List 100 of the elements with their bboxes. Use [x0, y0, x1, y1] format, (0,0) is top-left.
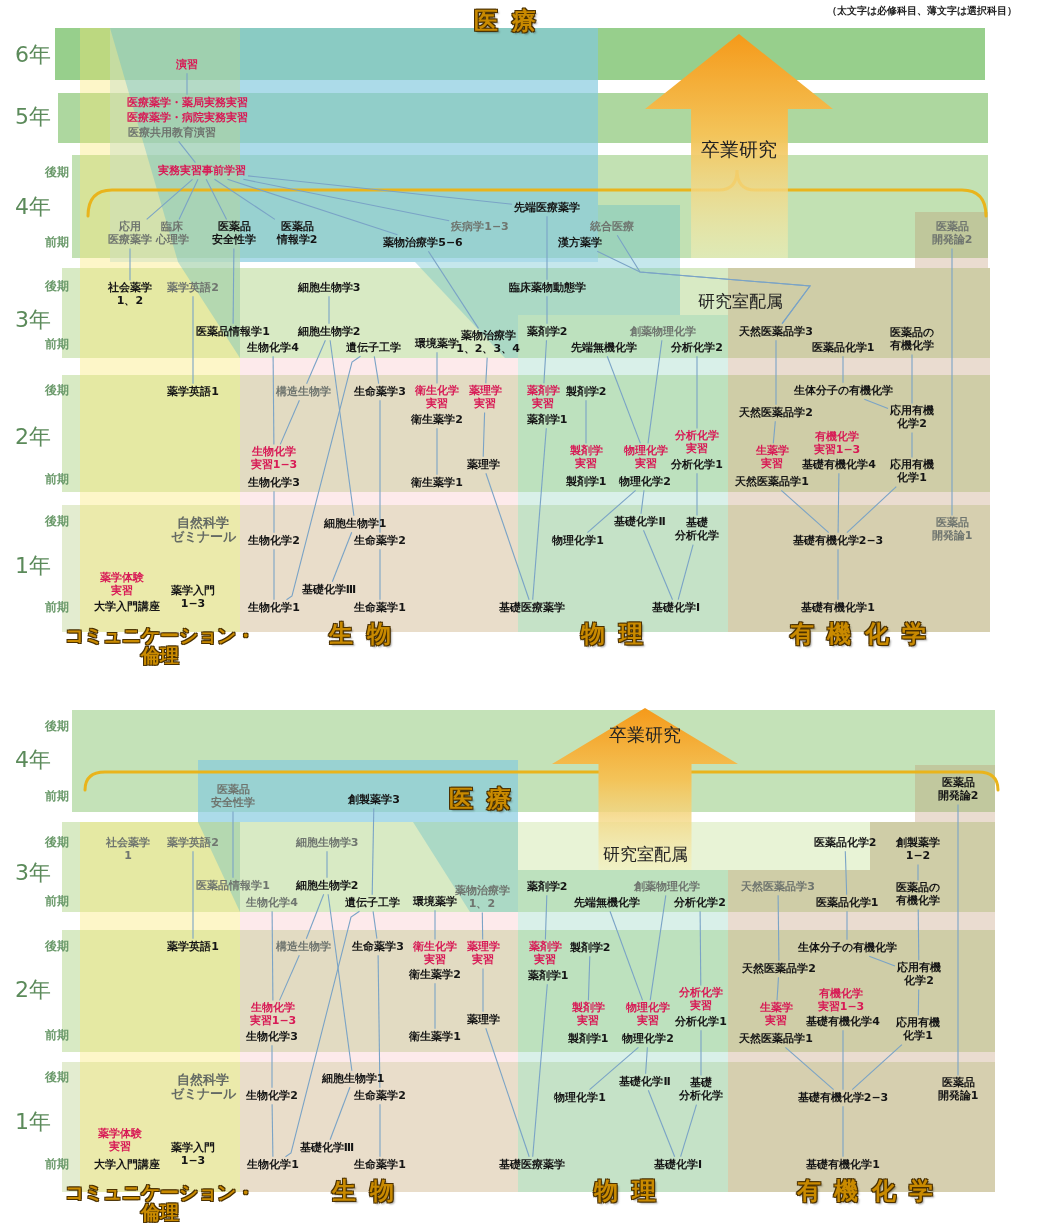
- connector-line: [232, 248, 235, 325]
- subject-text: 基礎有機化学4: [806, 1015, 880, 1029]
- year-label: 3年: [15, 307, 51, 333]
- connector-line: [434, 982, 436, 1030]
- connector-line: [379, 399, 381, 534]
- subject-text: 生物化学2: [246, 1089, 298, 1103]
- connector-line: [434, 909, 436, 940]
- connector-line: [647, 1089, 676, 1158]
- field-heading: 医療: [473, 8, 549, 36]
- connector-line: [699, 910, 702, 986]
- connector-line: [842, 1029, 844, 1091]
- subject-text: 遺伝子工学: [345, 341, 401, 355]
- connector-line: [232, 811, 234, 879]
- stage-label: 研究室配属: [602, 845, 688, 865]
- subject-text: 薬剤学2: [526, 880, 568, 894]
- connector-line: [532, 983, 548, 1158]
- connector-line: [851, 1044, 903, 1091]
- connector-line: [640, 489, 645, 515]
- connector-line: [842, 1105, 844, 1158]
- connector-line: [285, 355, 362, 601]
- subject-text: 生物化学1: [247, 1158, 299, 1172]
- subject-text: 医薬品の有機化学: [890, 327, 934, 353]
- subject-text: 疾病学1−3: [451, 220, 509, 234]
- connector-line: [951, 248, 953, 516]
- subject-text: 医薬品開発論1: [937, 1077, 979, 1103]
- subject-text: 細胞生物学2: [297, 325, 361, 339]
- connector-line: [278, 954, 300, 1001]
- subject-text: 基礎有機化学1: [801, 601, 875, 615]
- connector-line: [305, 893, 325, 940]
- subject-text: 医療薬学・病院実務実習: [126, 111, 248, 125]
- subject-text: 基礎有機化学4: [802, 458, 876, 472]
- connector-line: [485, 357, 488, 384]
- year-label: 2年: [15, 977, 51, 1003]
- connector-line: [436, 351, 438, 384]
- subject-text: 薬理学実習: [466, 941, 500, 967]
- term-label: 前期: [45, 338, 69, 352]
- subject-text: 物理化学1: [552, 534, 604, 548]
- subject-text: 分析化学1: [675, 1015, 727, 1029]
- subject-text: 薬学英語2: [167, 836, 219, 850]
- field-heading: 医療: [448, 786, 524, 814]
- subject-text: 分析化学2: [674, 896, 726, 910]
- connector-line: [645, 1046, 648, 1075]
- connector-line: [327, 893, 353, 1072]
- subject-text: 基礎化学Ⅱ: [619, 1075, 671, 1089]
- connector-line: [585, 399, 587, 444]
- term-label: 前期: [45, 1029, 69, 1043]
- connector-line: [911, 354, 913, 404]
- connector-line: [226, 178, 399, 236]
- field-heading: 有機化学: [796, 1178, 946, 1206]
- connector-line: [784, 1046, 835, 1091]
- connector-line: [777, 894, 780, 962]
- subject-text: 薬剤学1: [527, 969, 569, 983]
- subject-text: 細胞生物学3: [295, 836, 359, 850]
- connector-line: [772, 420, 776, 444]
- subject-text: 基礎有機化学2−3: [792, 534, 884, 548]
- subject-text: 生物化学4: [247, 341, 299, 355]
- connector-line: [780, 489, 830, 534]
- arrow-label: 卒業研究: [609, 723, 681, 747]
- year-label: 5年: [15, 104, 51, 130]
- subject-text: 医薬品開発論2: [931, 221, 973, 247]
- connector-line: [911, 432, 913, 458]
- subject-text: 物理化学実習: [626, 1002, 670, 1028]
- subject-text: 天然医薬品学3: [739, 325, 813, 339]
- subject-text: 物理化学1: [554, 1091, 606, 1105]
- connector-line: [844, 850, 848, 896]
- subject-text: 創製薬学3: [348, 793, 400, 807]
- subject-text: 分析化学2: [671, 341, 723, 355]
- subject-text: 基礎化学Ⅲ: [301, 583, 357, 597]
- subject-text: 医薬品化学2: [813, 836, 877, 850]
- connector-line: [482, 412, 486, 458]
- connector-line: [485, 1027, 530, 1158]
- subject-text: 医薬品情報学1: [196, 325, 270, 339]
- connector-line: [837, 472, 840, 534]
- subject-text: 薬学入門1−3: [171, 1142, 215, 1168]
- subject-text: 応用有機化学1: [890, 459, 934, 485]
- subject-text: 衛生化学実習: [415, 385, 459, 411]
- year-label: 6年: [15, 42, 51, 68]
- connector-line: [178, 178, 199, 220]
- subject-text: 分析化学実習: [679, 987, 723, 1013]
- connector-line: [279, 399, 300, 445]
- subject-text: 製剤学1: [567, 1032, 609, 1046]
- subject-text: 臨床心理学: [155, 221, 189, 247]
- subject-text: 有機化学実習1−3: [813, 431, 861, 457]
- subject-text: 生命薬学2: [354, 1089, 406, 1103]
- connector-line: [273, 548, 275, 601]
- subject-text: 薬理学: [466, 458, 500, 472]
- connector-line: [917, 864, 919, 881]
- connector-line: [186, 72, 188, 96]
- subject-text: 社会薬学1: [106, 837, 150, 863]
- subject-text: 臨床薬物動態学: [508, 281, 586, 295]
- note-text: （太文字は必修科目、薄文字は選択科目）: [827, 5, 1017, 17]
- field-heading: 物理: [592, 1178, 669, 1206]
- subject-text: 薬学英語2: [167, 281, 219, 295]
- subject-text: 生体分子の有機化学: [797, 941, 897, 955]
- subject-text: 製剤学2: [565, 385, 607, 399]
- connector-line: [427, 250, 480, 329]
- subject-text: 分析化学1: [671, 458, 723, 472]
- subject-text: 薬学英語1: [167, 385, 219, 399]
- connector-line: [846, 486, 897, 534]
- connector-line: [272, 355, 275, 445]
